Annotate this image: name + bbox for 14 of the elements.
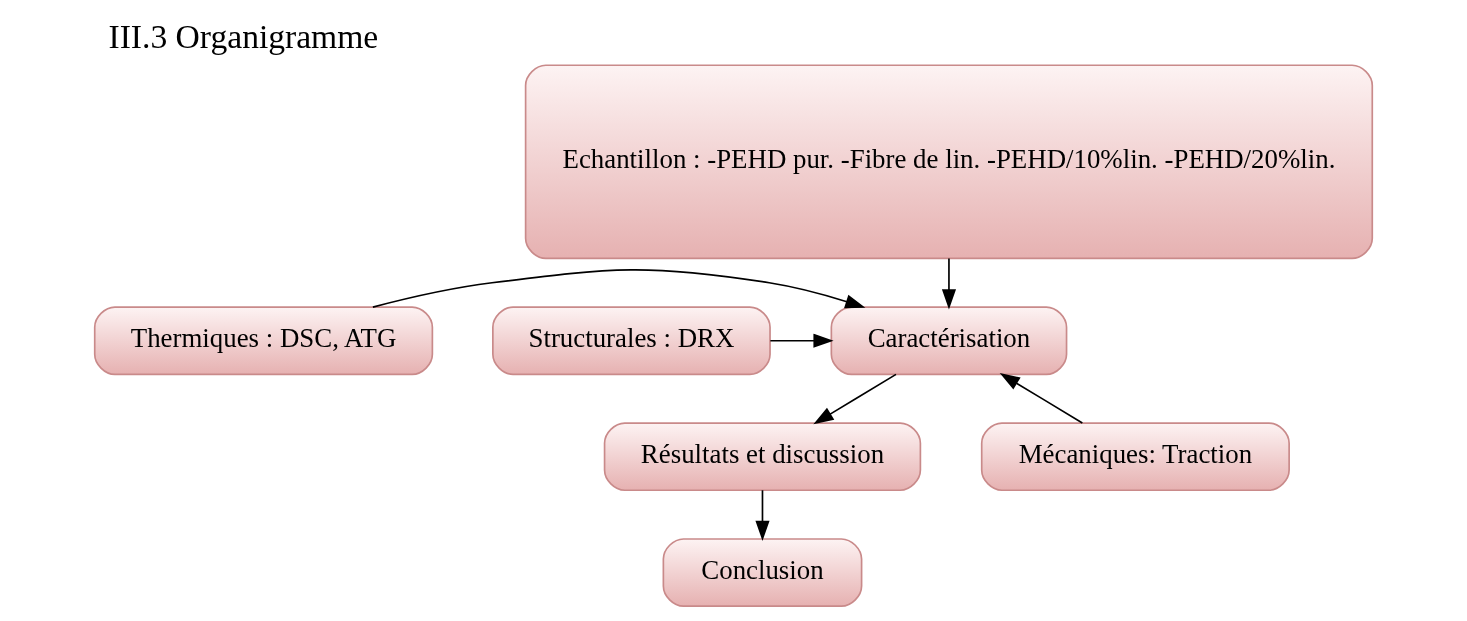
arrow bbox=[941, 257, 956, 310]
arrow bbox=[769, 333, 834, 348]
arrow bbox=[372, 269, 866, 309]
arrow bbox=[813, 373, 897, 425]
node-box: Echantillon : -PEHD pur. -Fibre de lin. -PEHD/10%lin. -PEHD/20%lin. bbox=[524, 64, 1374, 260]
node-box: Caractérisation bbox=[830, 306, 1068, 376]
arrow bbox=[999, 373, 1084, 424]
diagram-title: III.3 Organigramme bbox=[108, 18, 379, 56]
node-box: Structurales : DRX bbox=[492, 306, 771, 376]
arrow bbox=[755, 489, 770, 541]
node-box: Conclusion bbox=[662, 538, 863, 607]
node-box: Résultats et discussion bbox=[603, 422, 922, 492]
node-box: Mécaniques: Traction bbox=[980, 422, 1290, 492]
node-box: Thermiques : DSC, ATG bbox=[93, 306, 434, 376]
